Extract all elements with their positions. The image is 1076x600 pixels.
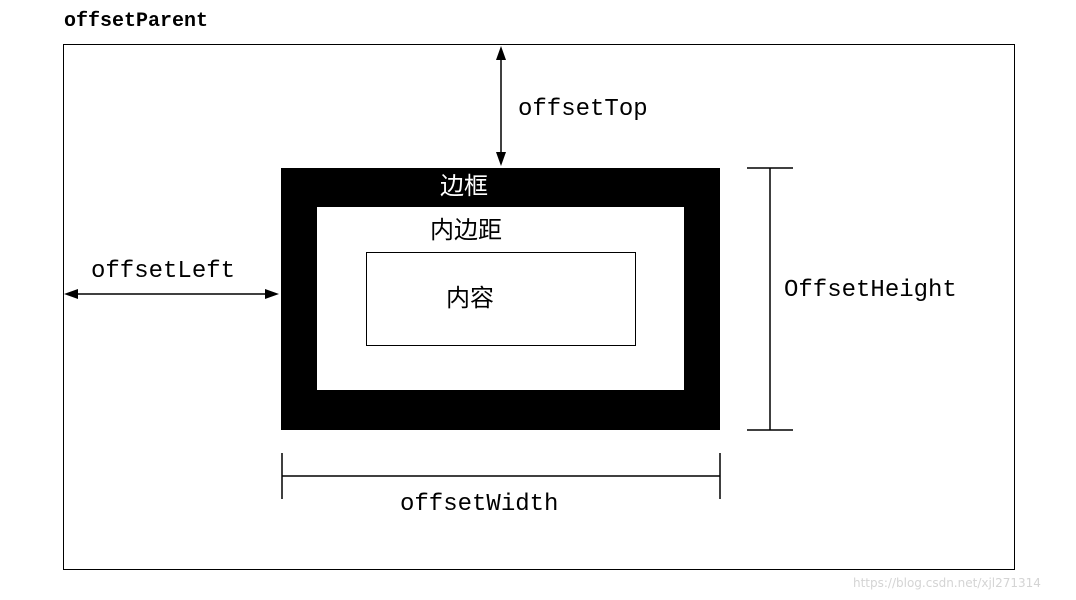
offset-parent-title: offsetParent xyxy=(64,10,209,33)
content-region xyxy=(366,252,636,346)
watermark-text: https://blog.csdn.net/xjl271314 xyxy=(853,576,1041,590)
content-label: 内容 xyxy=(446,284,494,312)
offset-height-label: OffsetHeight xyxy=(784,277,957,304)
border-label: 边框 xyxy=(440,172,488,200)
offset-left-label: offsetLeft xyxy=(91,258,236,285)
padding-label: 内边距 xyxy=(430,216,502,244)
offset-width-label: offsetWidth xyxy=(400,491,559,518)
offset-top-label: offsetTop xyxy=(518,96,648,123)
offset-parent-box xyxy=(63,44,1015,570)
